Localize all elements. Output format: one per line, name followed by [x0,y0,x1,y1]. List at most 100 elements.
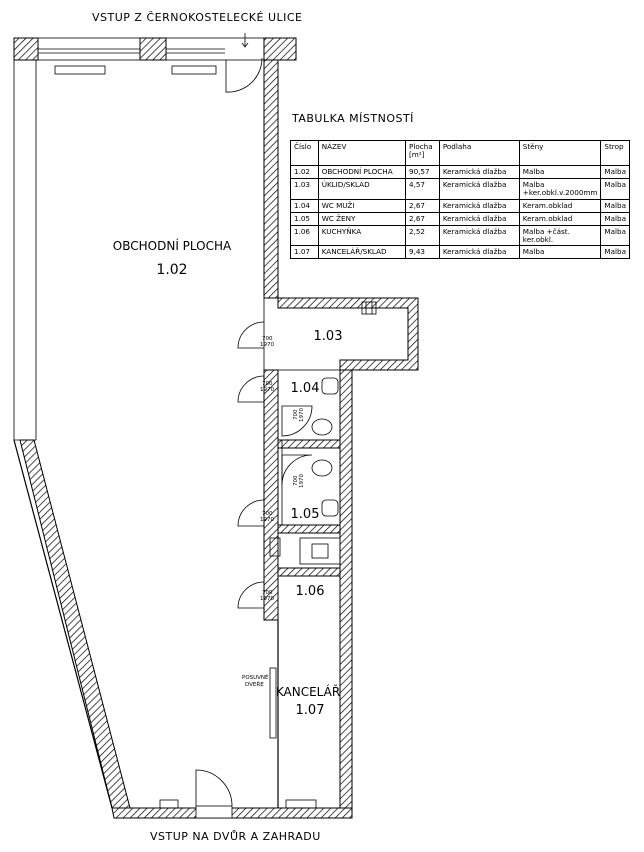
door-104-swing [237,375,265,403]
svg-text:1970: 1970 [260,517,274,523]
col-floor: Podlaha [438,140,520,166]
table-cell: WC ŽENY [317,211,407,226]
table-cell: Keramická dlažba [438,198,520,213]
door-105-swing [237,499,265,527]
table-cell: Malba +ker.obkl.v.2000mm [518,177,602,200]
table-title: TABULKA MÍSTNOSTÍ [292,112,414,125]
room-table: Číslo NÁZEV Plocha [m²] Podlaha Stěny St… [290,140,630,260]
table-cell: 4,57 [405,177,440,200]
table-cell: OBCHODNÍ PLOCHA [317,165,407,179]
right-wall [263,59,279,299]
table-cell: Malba [518,165,602,179]
table-cell: Keram.obklad [518,211,602,226]
col-number: Číslo [290,140,319,166]
table-cell: 1.03 [290,177,319,200]
table-cell: 2,52 [405,224,440,247]
radiator [54,65,106,75]
left-wall-hatch [19,439,131,809]
door-104-dims: 700 1970 [260,381,274,393]
table-cell: Malba [600,198,630,213]
table-cell: Malba [600,211,630,226]
core-left-wall [263,369,279,621]
table-cell: 2,67 [405,198,440,213]
table-cell: Keramická dlažba [438,177,520,200]
wc-104-door-dims: 700 1970 [293,408,305,422]
table-cell: 1.02 [290,165,319,179]
table-cell: 1.06 [290,224,319,247]
wc-105-basin [321,499,339,517]
wc-104-basin [321,377,339,395]
door-106-dims: 700 1970 [260,590,274,602]
svg-text:700: 700 [293,409,299,420]
door-103-dims: 700 1970 [260,336,274,348]
room-106-number: 1.06 [296,584,325,599]
svg-text:700: 700 [262,381,273,387]
svg-text:1970: 1970 [260,342,274,348]
door-103-swing [237,321,265,349]
room-107-name: KANCELÁŘ [276,684,340,699]
room-103-number: 1.03 [314,329,343,344]
entrance-door-swing [225,57,263,93]
wc-105-door-dims: 700 1970 [293,474,305,488]
table-cell: Malba [600,177,630,200]
table-cell: Keramická dlažba [438,165,520,179]
bottom-door-swing [195,769,233,807]
left-wall [13,59,37,441]
table-cell: 9,43 [405,245,440,260]
table-cell: 1.04 [290,198,319,213]
room-107-number: 1.07 [296,703,325,718]
svg-text:1970: 1970 [260,387,274,393]
col-walls: Stěny [518,140,602,166]
office-sliding-door [269,667,277,739]
svg-text:1970: 1970 [260,596,274,602]
table-cell: Malba +část. ker.obkl. [518,224,602,247]
room-104-number: 1.04 [291,381,320,396]
room-105-number: 1.05 [291,507,320,522]
door-105-dims: 700 1970 [260,511,274,523]
table-header-row: Číslo NÁZEV Plocha [m²] Podlaha Stěny St… [290,140,630,166]
table-cell: 1.05 [290,211,319,226]
wc-104-toilet [311,418,333,436]
svg-text:700: 700 [262,590,273,596]
room-102-name: OBCHODNÍ PLOCHA [113,238,232,253]
sliding-door-label: POSUVNÉ DVEŘE [242,673,269,688]
svg-text:1970: 1970 [299,408,305,422]
table-cell: WC MUŽI [317,198,407,213]
entrance-top-label: VSTUP Z ČERNOKOSTELECKÉ ULICE [92,11,303,24]
table-cell: 2,67 [405,211,440,226]
table-cell: ÚKLID/SKLAD [317,177,407,200]
table-cell: Malba [600,245,630,260]
wc-105-toilet [311,459,333,477]
table-cell: Malba [600,165,630,179]
svg-text:DVEŘE: DVEŘE [245,680,264,688]
svg-text:POSUVNÉ: POSUVNÉ [242,673,269,681]
table-cell: 1.07 [290,245,319,260]
col-name: NÁZEV [317,140,407,166]
svg-text:700: 700 [262,336,273,342]
radiator [171,65,217,75]
col-area: Plocha [m²] [405,140,440,166]
table-cell: Keramická dlažba [438,211,520,226]
table-cell: Malba [518,245,602,260]
entrance-bottom-label: VSTUP NA DVŮR A ZAHRADU [150,830,321,843]
svg-text:700: 700 [293,475,299,486]
col-ceiling: Strop [600,140,630,166]
table-cell: Keramická dlažba [438,245,520,260]
kitchen-sink [299,537,341,565]
core-right-wall [339,369,353,811]
table-cell: KUCHYŇKA [317,224,407,247]
room-102-number: 1.02 [156,262,187,278]
door-106-swing [237,581,265,609]
table-cell: Malba [600,224,630,247]
table-cell: KANCELÁŘ/SKLAD [317,245,407,260]
svg-text:700: 700 [262,511,273,517]
svg-text:1970: 1970 [299,474,305,488]
table-cell: Keram.obklad [518,198,602,213]
